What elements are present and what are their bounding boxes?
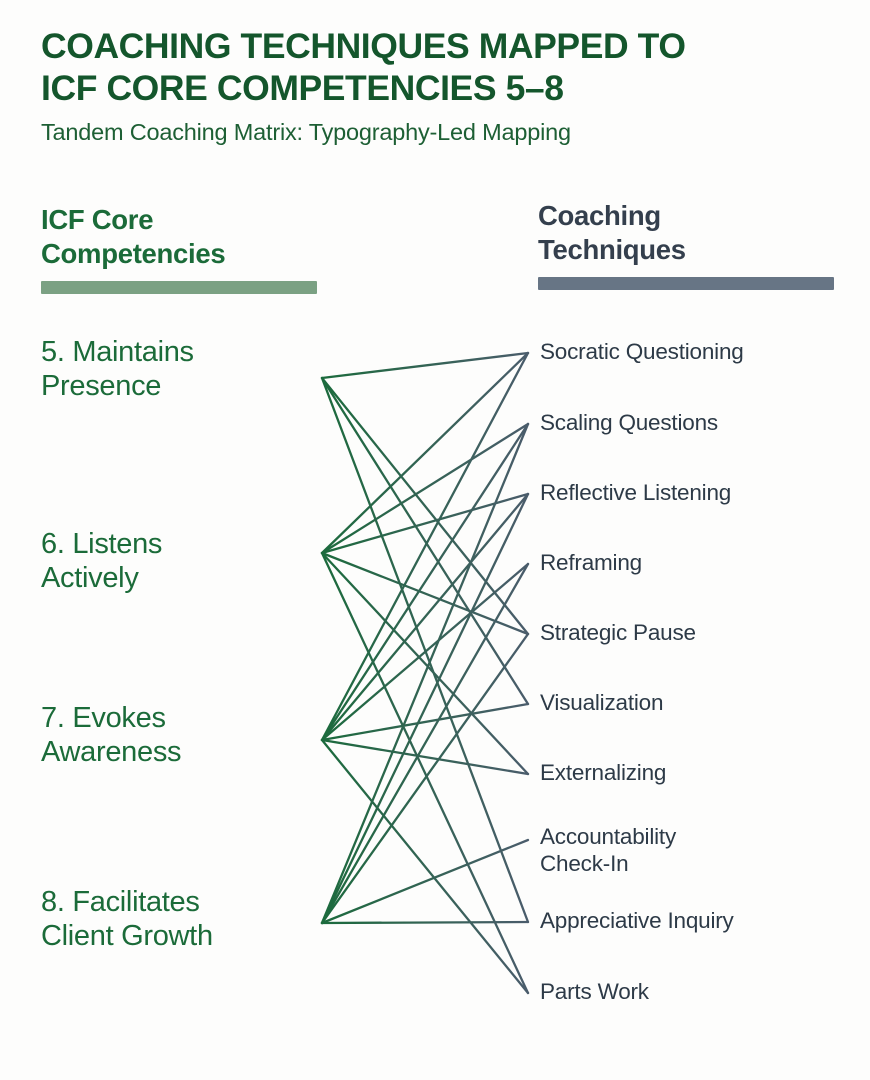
technique-item-2[interactable]: Scaling Questions <box>540 410 718 435</box>
left-column-heading-label: ICF Core Competencies <box>41 204 226 269</box>
link-line <box>320 492 530 742</box>
page-subtitle: Tandem Coaching Matrix: Typography-Led M… <box>41 118 571 145</box>
link-line <box>320 738 530 776</box>
link-line <box>320 376 530 706</box>
link-line <box>320 422 530 555</box>
technique-item-10[interactable]: Parts Work <box>540 979 649 1004</box>
technique-item-8[interactable]: Accountability Check-In <box>540 824 677 876</box>
competency-item-8[interactable]: 8. Facilitates Client Growth <box>41 886 213 952</box>
link-lines <box>320 351 530 995</box>
link-line <box>320 422 530 742</box>
right-column-header: Coaching Techniques <box>538 199 858 291</box>
left-column-header: ICF Core Competencies <box>41 203 361 295</box>
link-line <box>320 492 530 925</box>
link-line <box>320 551 530 776</box>
link-line <box>320 551 530 636</box>
link-line <box>320 422 530 925</box>
technique-item-9[interactable]: Appreciative Inquiry <box>540 908 734 933</box>
link-line <box>320 562 530 742</box>
technique-item-7[interactable]: Externalizing <box>540 760 667 785</box>
left-column-rule <box>41 281 317 295</box>
competency-item-6[interactable]: 6. Listens Actively <box>41 528 163 594</box>
link-line <box>320 920 530 925</box>
technique-item-4[interactable]: Reframing <box>540 550 642 575</box>
link-line <box>320 351 530 555</box>
link-line <box>320 702 530 742</box>
link-line <box>320 351 530 380</box>
link-line <box>320 551 530 995</box>
link-line <box>320 838 530 925</box>
technique-item-6[interactable]: Visualization <box>540 690 664 715</box>
link-line <box>320 562 530 925</box>
link-line <box>320 351 530 742</box>
link-line <box>320 376 530 924</box>
competency-item-5[interactable]: 5. Maintains Presence <box>41 336 194 402</box>
page-title: COACHING TECHNIQUES MAPPED TO ICF CORE C… <box>41 26 686 108</box>
technique-item-5[interactable]: Strategic Pause <box>540 620 696 645</box>
link-line <box>320 738 530 995</box>
competency-item-7[interactable]: 7. Evokes Awareness <box>41 702 182 768</box>
page-header: COACHING TECHNIQUES MAPPED TO ICF CORE C… <box>41 26 841 146</box>
link-line <box>320 376 530 636</box>
link-line <box>320 492 530 555</box>
technique-item-3[interactable]: Reflective Listening <box>540 480 732 505</box>
link-line <box>320 632 530 925</box>
right-column-heading-label: Coaching Techniques <box>538 200 686 265</box>
technique-item-1[interactable]: Socratic Questioning <box>540 339 744 364</box>
right-column-rule <box>538 277 834 291</box>
